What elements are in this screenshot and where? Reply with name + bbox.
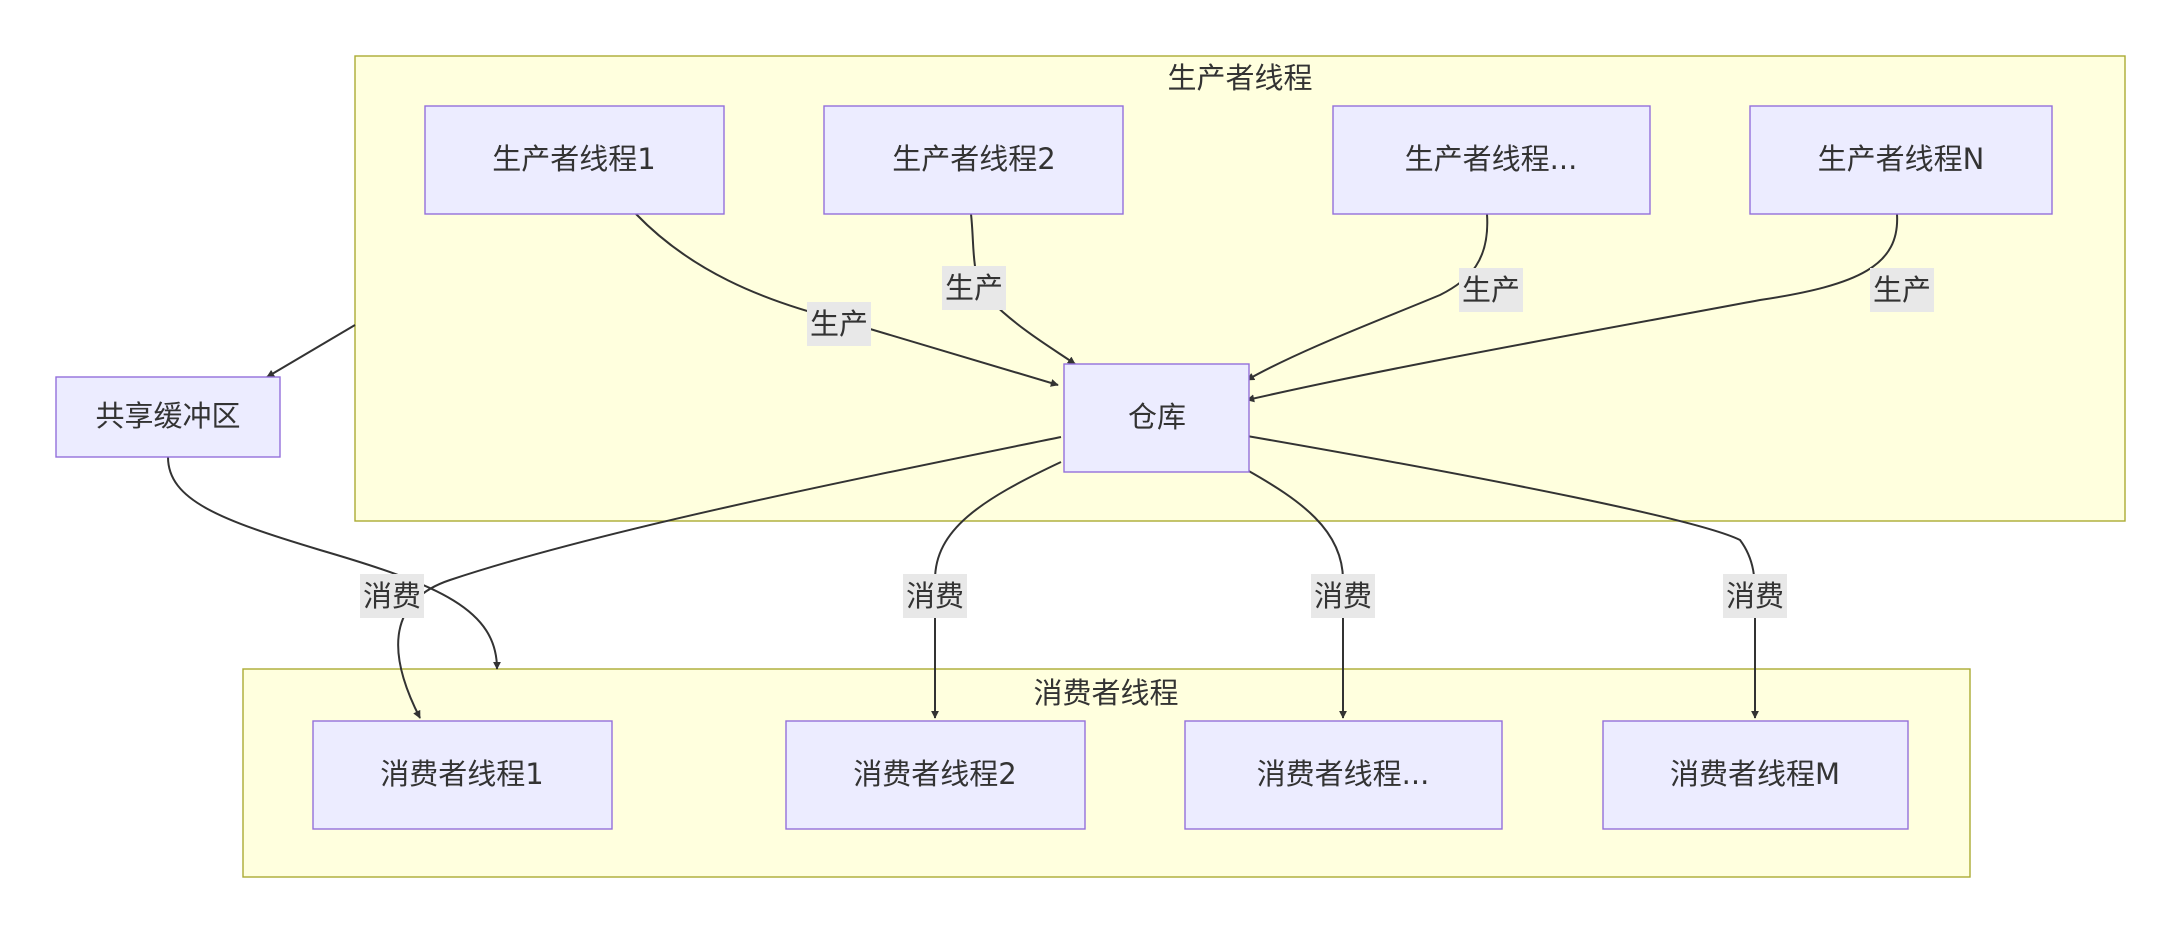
svg-text:生产: 生产: [810, 307, 868, 341]
node-label: 消费者线程...: [1257, 757, 1430, 791]
producers-cluster-title: 生产者线程: [1167, 61, 1312, 95]
node-label: 生产者线程...: [1405, 142, 1578, 176]
edge-label-consume-2: 消费: [903, 574, 967, 618]
node-label: 仓库: [1128, 400, 1186, 434]
edge-shared-buffer-to-consumers-cluster: [167, 456, 501, 670]
node-consumer-2[interactable]: 消费者线程2: [785, 720, 1086, 830]
node-warehouse[interactable]: 仓库: [1063, 363, 1250, 473]
edge-label-produce-n: 生产: [1870, 268, 1934, 312]
svg-text:消费: 消费: [1314, 579, 1372, 613]
edge-warehouse-to-consumer-2: [931, 461, 1062, 719]
node-producer-1[interactable]: 生产者线程1: [424, 105, 725, 215]
node-consumer-m[interactable]: 消费者线程M: [1602, 720, 1909, 830]
node-consumer-1[interactable]: 消费者线程1: [312, 720, 613, 830]
node-consumer-etc[interactable]: 消费者线程...: [1184, 720, 1503, 830]
edge-warehouse-to-consumer-etc: [1246, 469, 1347, 719]
svg-text:生产: 生产: [1462, 273, 1520, 307]
edge-warehouse-to-consumer-m: [1246, 435, 1759, 719]
node-shared-buffer[interactable]: 共享缓冲区: [55, 376, 281, 458]
node-label: 生产者线程2: [892, 142, 1055, 176]
consumers-cluster-title: 消费者线程: [1033, 676, 1178, 710]
nodes: 生产者线程1 生产者线程2 生产者线程... 生产者线程N 仓库 共享缓冲区 消…: [55, 105, 2053, 830]
edge-label-consume-m: 消费: [1723, 574, 1787, 618]
node-label: 消费者线程2: [853, 757, 1016, 791]
edge-label-produce-etc: 生产: [1459, 268, 1523, 312]
edge-producer-n-to-warehouse: [1246, 213, 1899, 403]
edge-producers-cluster-to-shared-buffer: [266, 324, 356, 378]
node-producer-2[interactable]: 生产者线程2: [823, 105, 1124, 215]
node-label: 消费者线程1: [380, 757, 543, 791]
node-producer-n[interactable]: 生产者线程N: [1749, 105, 2053, 215]
svg-text:消费: 消费: [363, 579, 421, 613]
edge-warehouse-to-consumer-1: [397, 436, 1062, 719]
edge-label-produce-2: 生产: [942, 266, 1006, 310]
node-label: 共享缓冲区: [95, 399, 240, 433]
edges: [167, 213, 1899, 719]
edge-label-consume-1: 消费: [360, 574, 424, 618]
svg-text:生产: 生产: [945, 271, 1003, 305]
node-label: 生产者线程N: [1818, 142, 1985, 176]
edge-label-produce-1: 生产: [807, 302, 871, 346]
svg-text:消费: 消费: [1726, 579, 1784, 613]
edge-label-consume-etc: 消费: [1311, 574, 1375, 618]
node-label: 生产者线程1: [492, 142, 655, 176]
svg-text:生产: 生产: [1873, 273, 1931, 307]
node-label: 消费者线程M: [1670, 757, 1840, 791]
edge-producer-etc-to-warehouse: [1246, 213, 1489, 381]
svg-text:消费: 消费: [906, 579, 964, 613]
node-producer-etc[interactable]: 生产者线程...: [1332, 105, 1651, 215]
edge-labels: 生产 生产 生产 生产 消费 消费 消费 消费: [360, 266, 1934, 618]
